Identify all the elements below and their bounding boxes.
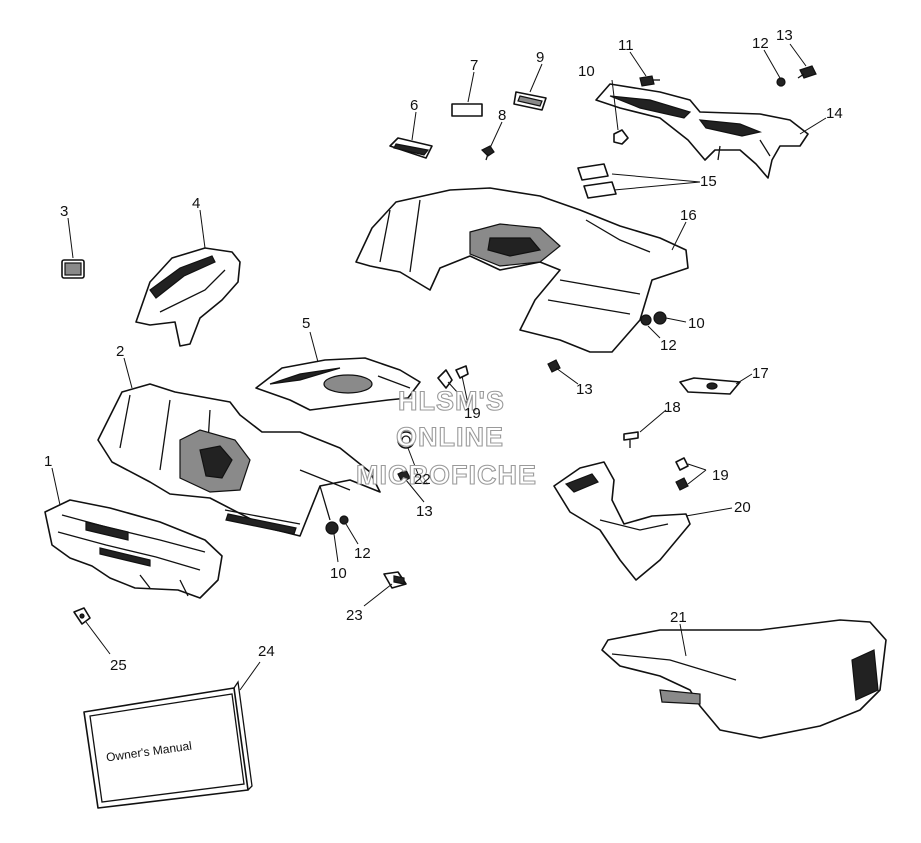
decal-6-part (389, 137, 433, 159)
bolt-23-part (383, 571, 407, 589)
callout-17: 17 (752, 365, 769, 382)
front-bumper-part (44, 499, 223, 599)
callout-2: 2 (116, 343, 124, 360)
watermark-line-2: ONLINE (396, 422, 504, 452)
callout-13-center: 13 (416, 503, 433, 520)
callout-6: 6 (410, 97, 418, 114)
rear-bracket-part (595, 83, 809, 179)
callout-22: 22 (414, 471, 431, 488)
decal-7-part (451, 103, 483, 117)
callout-8: 8 (498, 107, 506, 124)
callout-25: 25 (110, 657, 127, 674)
watermark: HLSM'S ONLINE MICROFICHE (355, 385, 537, 490)
callout-19-right: 19 (712, 467, 729, 484)
callout-12-top: 12 (752, 35, 769, 52)
plate-17-part (679, 377, 741, 395)
callout-9: 9 (536, 49, 544, 66)
nut-10-right-part (653, 311, 667, 325)
nut-12-top-part (776, 77, 786, 87)
callout-13-right: 13 (576, 381, 593, 398)
callout-10-top: 10 (578, 63, 595, 80)
screw-13-center-part (397, 469, 411, 483)
nut-12-right-part (640, 314, 652, 326)
center-console-part (255, 357, 421, 411)
callout-10-right: 10 (688, 315, 705, 332)
owners-manual-part: Owner's Manual (83, 680, 253, 809)
seat-part (601, 619, 887, 739)
watermark-line-1: HLSM'S (398, 386, 505, 416)
callout-5: 5 (302, 315, 310, 332)
right-side-panel-part (553, 461, 691, 581)
fastener-19-right-part (675, 457, 689, 491)
pad-15-part (577, 163, 617, 199)
decal-9-part (513, 91, 547, 111)
rear-fender-part (355, 187, 689, 353)
clip-25-part (73, 607, 91, 625)
callout-14: 14 (826, 105, 843, 122)
callout-13-top: 13 (776, 27, 793, 44)
callout-10-left: 10 (330, 565, 347, 582)
reflector-part (61, 259, 85, 279)
callout-1: 1 (44, 453, 52, 470)
fastener-11-part (639, 75, 660, 87)
callout-18: 18 (664, 399, 681, 416)
nut-12-left-part (339, 515, 349, 525)
nut-10-left-part (325, 521, 339, 535)
callout-12-right: 12 (660, 337, 677, 354)
leader-lines (51, 43, 827, 691)
callout-16: 16 (680, 207, 697, 224)
callout-21: 21 (670, 609, 687, 626)
grommet-22-part (397, 431, 415, 449)
watermark-line-3: MICROFICHE (356, 460, 537, 490)
fastener-19-center-part (437, 365, 469, 389)
callout-15: 15 (700, 173, 717, 190)
front-fender-part (97, 383, 381, 537)
callout-23: 23 (346, 607, 363, 624)
callout-20: 20 (734, 499, 751, 516)
callout-24: 24 (258, 643, 275, 660)
callout-4: 4 (192, 195, 200, 212)
callout-11: 11 (618, 37, 634, 54)
callout-3: 3 (60, 203, 68, 220)
bolt-13-top-part (797, 65, 817, 79)
screw-8-part (480, 145, 495, 161)
bolt-18-part (623, 431, 639, 448)
callout-7: 7 (470, 57, 478, 74)
callout-labels: 1 2 3 4 5 6 7 8 9 10 10 10 11 12 12 12 1… (44, 27, 843, 674)
left-side-panel-part (135, 247, 241, 347)
nut-10-top-part (613, 129, 629, 145)
callout-19-center: 19 (464, 405, 481, 422)
callout-12-left: 12 (354, 545, 371, 562)
